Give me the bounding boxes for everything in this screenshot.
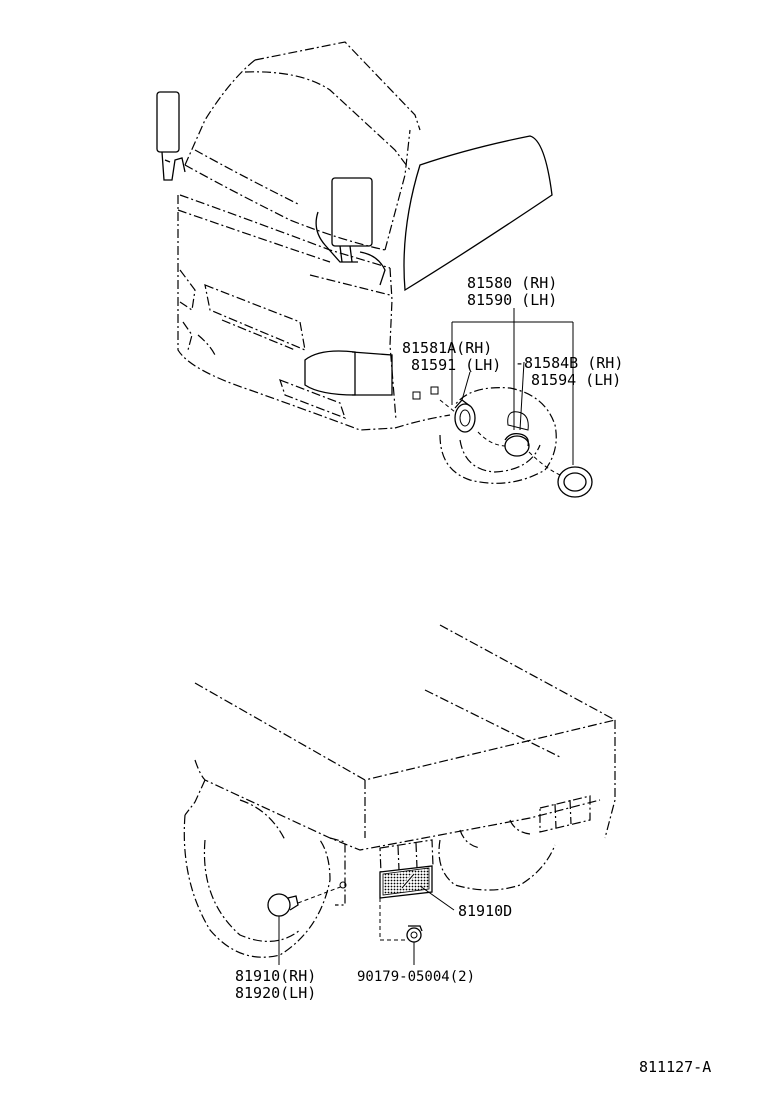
front-leader-lines bbox=[451, 308, 574, 465]
callout-81584b-rh: -81584B (RH) bbox=[515, 354, 623, 372]
callout-81581a-rh: 81581A(RH) bbox=[402, 339, 492, 357]
callout-81910-rh: 81910(RH) bbox=[235, 967, 316, 985]
callout-81594-lh: 81594 (LH) bbox=[531, 371, 621, 389]
figure-code: 811127-A bbox=[639, 1058, 711, 1076]
front-cab-drawing bbox=[156, 41, 593, 498]
callout-81910d: 81910D bbox=[458, 902, 512, 920]
callout-81591-lh: 81591 (LH) bbox=[411, 356, 501, 374]
callout-81920-lh: 81920(LH) bbox=[235, 984, 316, 1002]
callout-81590-lh: 81590 (LH) bbox=[467, 291, 557, 309]
rear-leader-lines bbox=[278, 885, 455, 965]
rear-bed-drawing bbox=[183, 624, 616, 958]
callout-81580-rh: 81580 (RH) bbox=[467, 274, 557, 292]
callout-90179-05004: 90179-05004(2) bbox=[357, 969, 475, 985]
